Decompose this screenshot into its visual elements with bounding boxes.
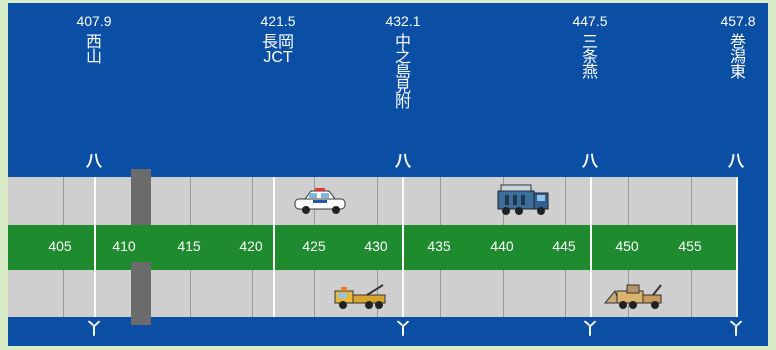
interchange-sanjo-tsubame[interactable]: 447.5 三条燕 <box>560 13 620 81</box>
interchange-km: 447.5 <box>572 13 608 29</box>
ramp-up-icon: 八 <box>85 153 102 170</box>
interchange-km: 421.5 <box>260 13 296 29</box>
section-divider <box>94 177 96 317</box>
km-post: 440 <box>490 238 514 254</box>
km-post: 435 <box>427 238 451 254</box>
ramp-up-icon: 八 <box>394 153 411 170</box>
section-divider <box>590 177 592 317</box>
interchange-name: 巻潟東 <box>730 34 747 81</box>
km-post: 455 <box>678 238 702 254</box>
closure-block-upper[interactable] <box>131 169 151 225</box>
km-post: 450 <box>615 238 639 254</box>
interchange-km: 432.1 <box>385 13 421 29</box>
ramp-down-icon: 丫 <box>394 321 411 338</box>
ramp-up-icon: 八 <box>727 153 744 170</box>
km-post: 410 <box>112 238 136 254</box>
tow-truck-icon[interactable] <box>331 281 391 311</box>
km-post: 420 <box>239 238 263 254</box>
interchange-nishiyama[interactable]: 407.9 西山 <box>64 13 124 66</box>
snowplow-icon[interactable] <box>603 281 667 311</box>
km-post: 445 <box>552 238 576 254</box>
km-post: 430 <box>364 238 388 254</box>
interchange-km: 457.8 <box>720 13 756 29</box>
signal-truck-icon[interactable] <box>495 183 553 217</box>
patrol-car-icon[interactable] <box>291 187 349 215</box>
interchange-name: 長岡JCT <box>261 34 294 66</box>
km-post: 415 <box>177 238 201 254</box>
section-divider <box>402 177 404 317</box>
interchange-name: 三条燕 <box>582 34 599 81</box>
section-divider <box>273 177 275 317</box>
closure-block-lower[interactable] <box>131 262 151 325</box>
interchange-nakanoshima-mitsuke[interactable]: 432.1 中之島見附 <box>373 13 433 111</box>
median-strip <box>8 225 738 270</box>
ramp-down-icon: 丫 <box>727 321 744 338</box>
interchange-nagaoka-jct[interactable]: 421.5 長岡JCT <box>248 13 308 66</box>
km-post: 425 <box>302 238 326 254</box>
interchange-makikatahigashi[interactable]: 457.8 巻潟東 <box>708 13 768 81</box>
expressway-traffic-map: 407.9 西山 421.5 長岡JCT 432.1 中之島見附 447.5 三… <box>8 3 768 346</box>
interchange-name: 中之島見附 <box>395 34 412 111</box>
ramp-up-icon: 八 <box>581 153 598 170</box>
upper-lane <box>8 177 738 225</box>
ramp-down-icon: 丫 <box>581 321 598 338</box>
interchange-name: 西山 <box>86 34 103 66</box>
section-divider <box>736 177 738 317</box>
ramp-down-icon: 丫 <box>85 321 102 338</box>
km-post: 405 <box>48 238 72 254</box>
interchange-km: 407.9 <box>76 13 112 29</box>
